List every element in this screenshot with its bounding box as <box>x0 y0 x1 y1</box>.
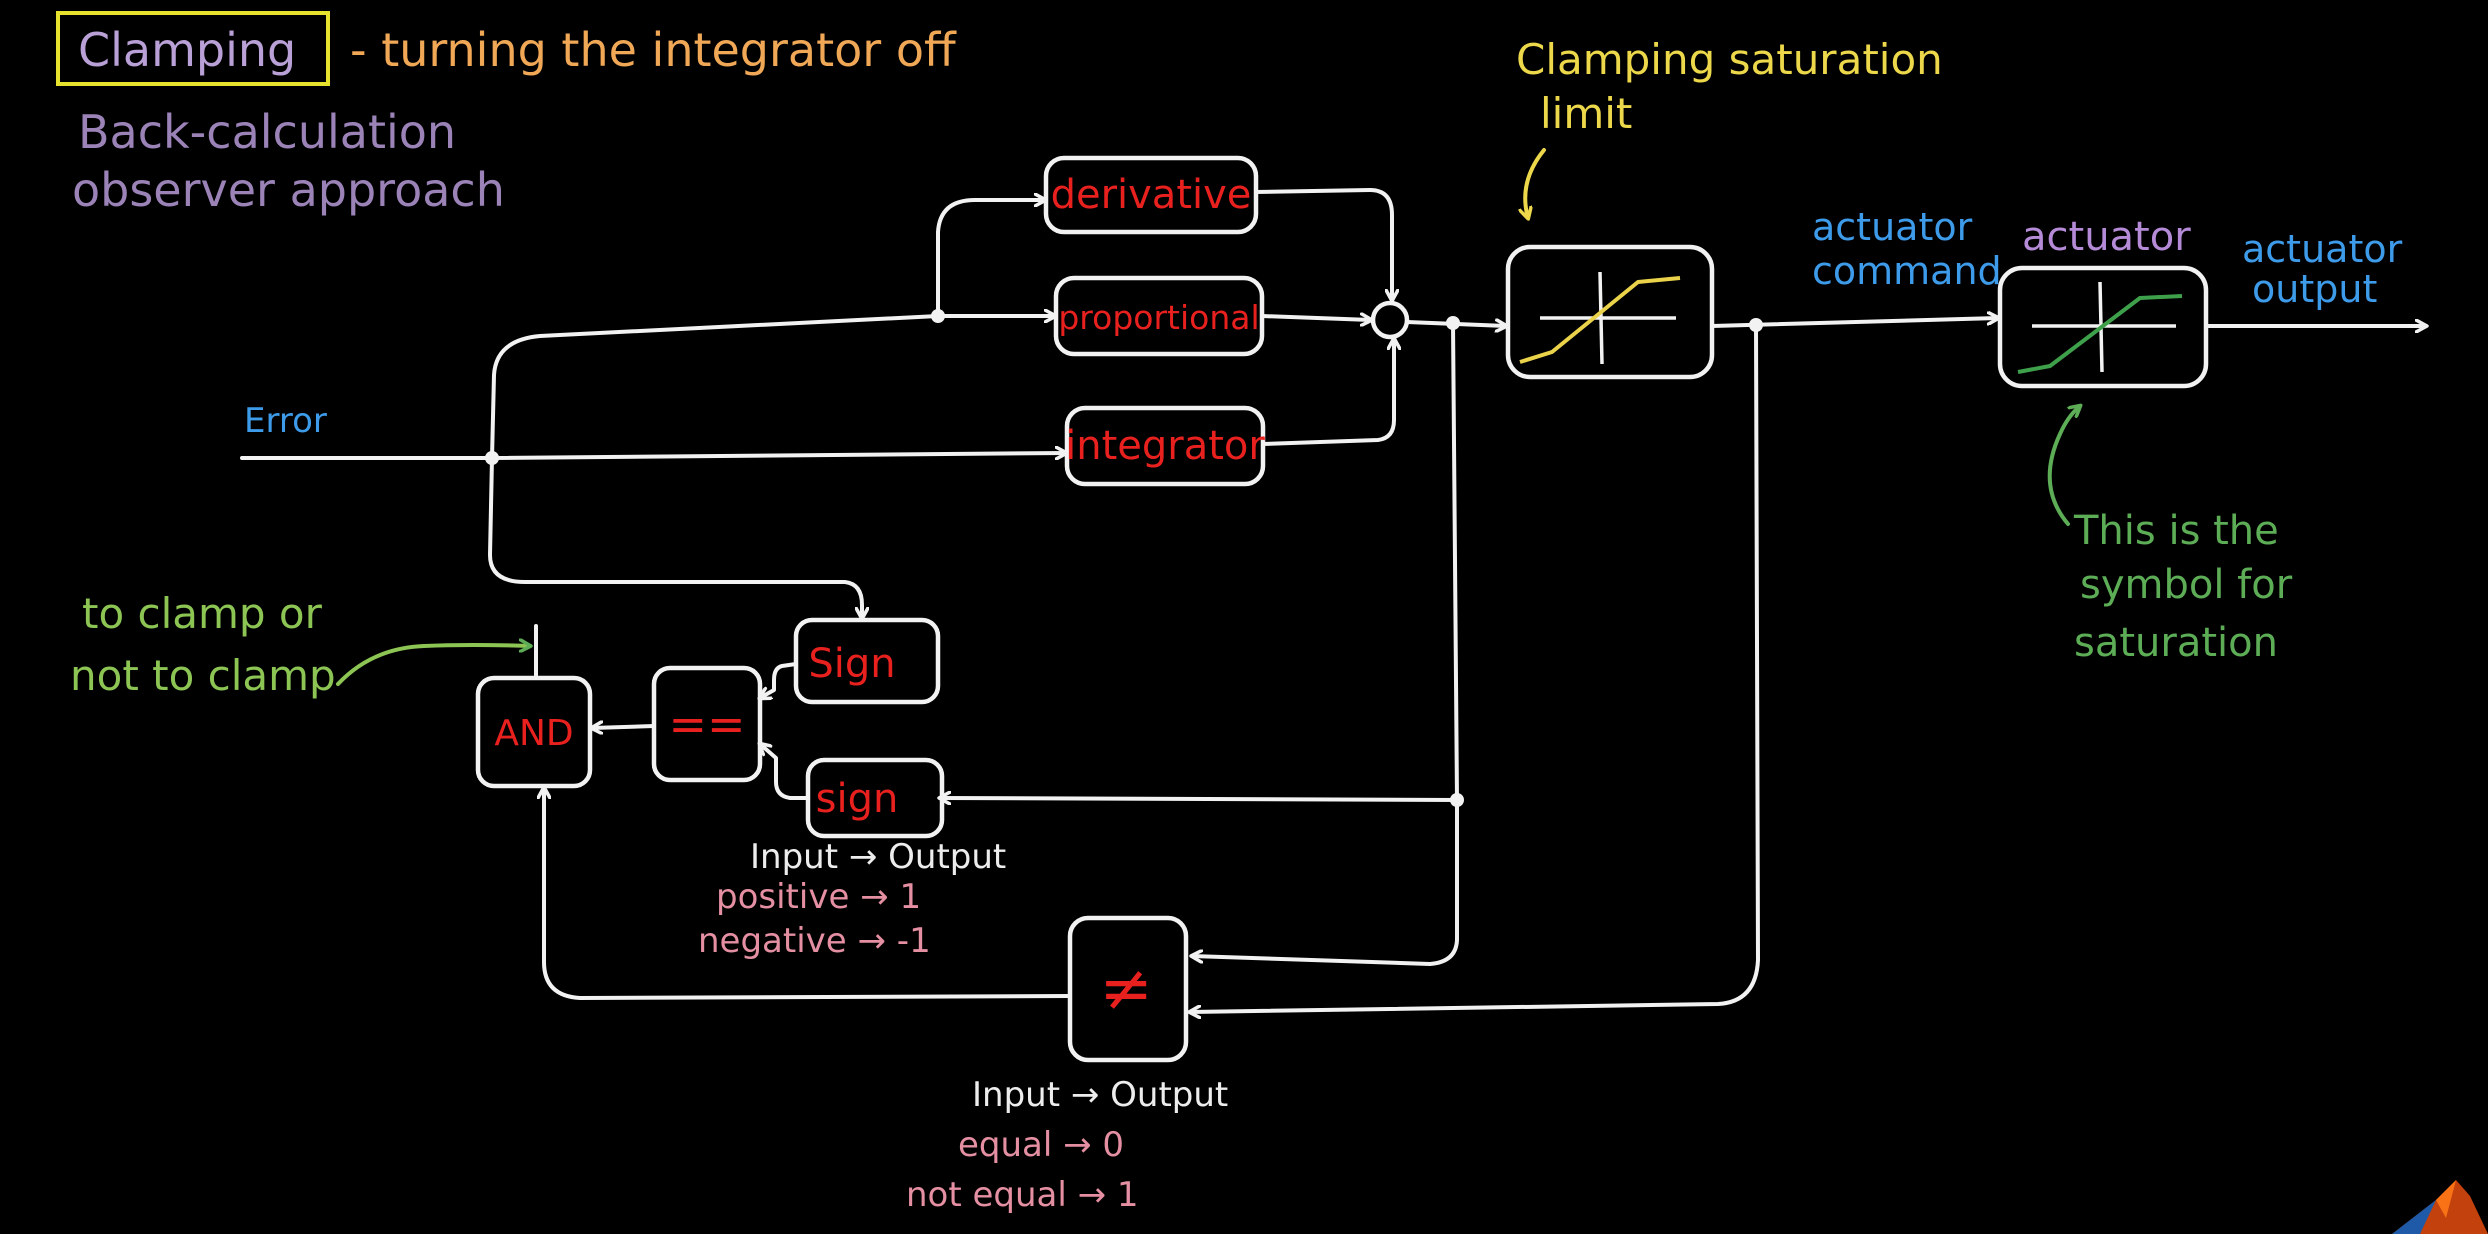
pre-sat-down-wire <box>1451 321 1459 802</box>
clamp-limit-arrow <box>1525 148 1546 218</box>
saturation-note-line2: symbol for <box>2080 562 2293 608</box>
not-equal-label: ≠ <box>1099 952 1153 1026</box>
equals-label: == <box>668 697 745 751</box>
error-to-integrator-wire <box>490 453 1066 458</box>
proportional-block: proportional <box>1053 275 1265 357</box>
error-label: Error <box>244 401 327 441</box>
junction-error <box>485 451 499 465</box>
title-box <box>56 11 330 86</box>
to-derivative-wire <box>936 200 1045 318</box>
not-equal-block: ≠ <box>1067 915 1189 1063</box>
actuator-command-label-line1: actuator <box>1812 205 1973 249</box>
matlab-logo-icon <box>2392 1180 2488 1234</box>
post-sat-to-neq-wire <box>1190 323 1760 1012</box>
neq-table-header: Input → Output <box>972 1075 1228 1115</box>
and-block: AND <box>475 675 593 789</box>
junction-pd-split <box>931 309 945 323</box>
sign-table-row1: positive → 1 <box>716 877 921 917</box>
integrator-label: integrator <box>1065 423 1265 469</box>
actuator-output-label-line1: actuator <box>2242 227 2403 271</box>
actuator-saturation-block <box>1997 265 2209 389</box>
sign-upper-label: Sign <box>808 641 895 687</box>
equals-block: == <box>651 665 763 783</box>
clamp-limit-label-line2: limit <box>1540 89 1632 138</box>
actuator-output-label-line2: output <box>2252 267 2377 311</box>
alt-method-back-calculation: Back-calculation <box>78 105 456 159</box>
sign-upper-to-equals-wire <box>760 662 798 698</box>
derivative-to-sum-wire <box>1254 188 1392 300</box>
derivative-label: derivative <box>1051 172 1252 218</box>
neq-table-row1: equal → 0 <box>958 1125 1124 1165</box>
integrator-to-sum-wire <box>1261 339 1394 446</box>
saturation-note-line1: This is the <box>2073 508 2279 554</box>
pre-sat-to-sign-wire <box>940 798 1459 800</box>
derivative-block: derivative <box>1043 155 1259 235</box>
sign-upper-block: Sign <box>793 617 941 705</box>
alt-method-observer: observer approach <box>72 163 505 217</box>
clamp-saturation-block <box>1505 244 1715 380</box>
actuator-label: actuator <box>2022 214 2191 260</box>
neq-table-row2: not equal → 1 <box>906 1175 1139 1215</box>
sign-lower-label: sign <box>816 776 899 822</box>
title-subtitle: - turning the integrator off <box>350 23 957 77</box>
clamp-limit-label-line1: Clamping saturation <box>1516 35 1943 84</box>
clamp-note-line2: not to clamp <box>70 651 336 700</box>
sign-table-row2: negative → -1 <box>698 921 931 961</box>
and-label: AND <box>494 713 573 754</box>
neq-to-and-wire <box>544 788 1072 1000</box>
sign-lower-block: sign <box>805 757 945 839</box>
saturation-note-arrow <box>2047 406 2080 526</box>
actuator-command-label-line2: command <box>1812 249 2002 293</box>
equals-to-and-wire <box>592 726 656 728</box>
summing-junction <box>1370 300 1410 340</box>
clamp-note-arrow <box>336 645 530 686</box>
proportional-to-sum-wire <box>1260 316 1371 320</box>
error-branch-down-wire <box>488 456 862 618</box>
title-clamping: Clamping <box>78 23 296 77</box>
clamp-note-line1: to clamp or <box>82 589 323 638</box>
pre-sat-to-neq-wire <box>1192 798 1459 966</box>
sign-lower-to-equals-wire <box>760 744 810 800</box>
proportional-label: proportional <box>1058 298 1259 337</box>
error-branch-up-wire <box>490 314 940 460</box>
saturation-note-line3: saturation <box>2074 620 2278 666</box>
sign-table-header: Input → Output <box>750 837 1006 877</box>
integrator-block: integrator <box>1064 405 1265 487</box>
